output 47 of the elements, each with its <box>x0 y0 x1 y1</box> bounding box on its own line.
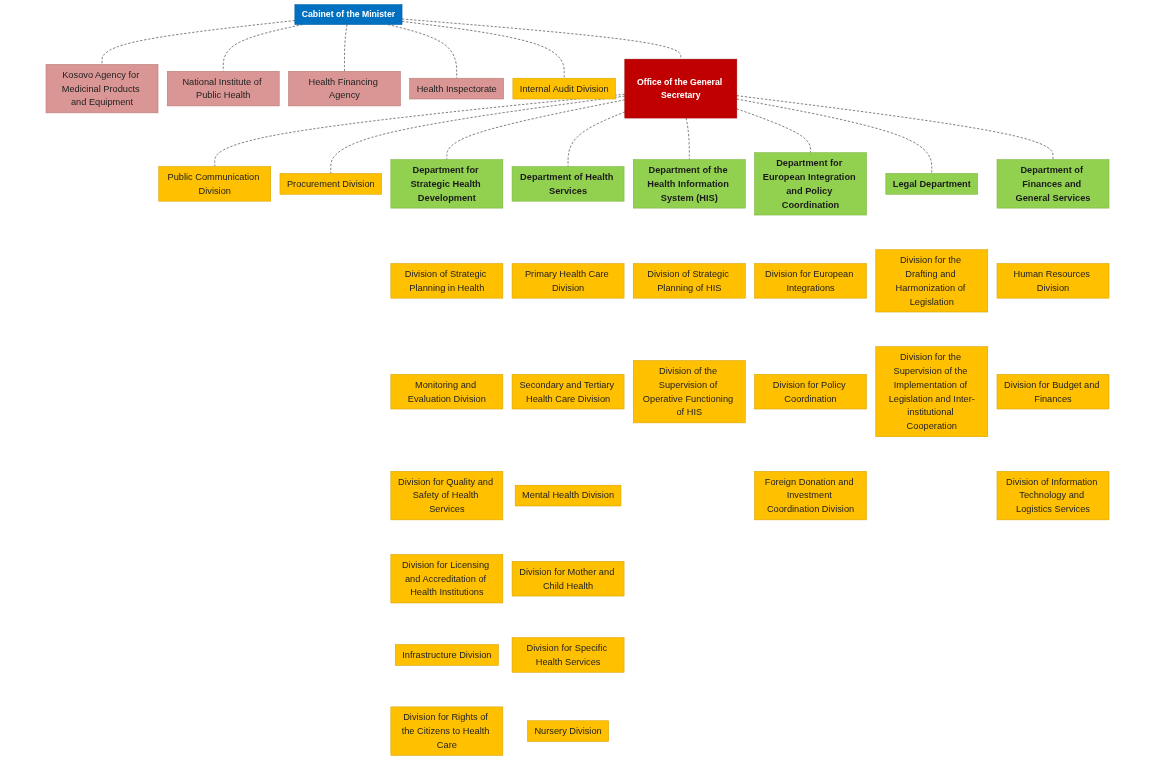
node-box: Division of the Supervision of Operative Functioning of HIS <box>633 360 746 424</box>
node-box: Health Financing Agency <box>288 71 401 107</box>
node-box: Procurement Division <box>279 173 382 195</box>
node-box: Department of the Health Information System (HIS) <box>633 159 746 209</box>
node-box: Division of Strategic Planning in Health <box>390 263 504 299</box>
node-box: Department of Health Services <box>511 166 625 202</box>
connector <box>736 95 1054 160</box>
node-box: Primary Health Care Division <box>511 263 625 299</box>
connector <box>214 93 626 167</box>
node-box: Division for Licensing and Accreditation of Health Institutions <box>390 554 504 604</box>
node-box: Human Resources Division <box>996 263 1110 299</box>
connector <box>330 95 626 174</box>
node-box: Department for European Integration and Policy Coordination <box>754 152 867 216</box>
connector <box>344 24 348 72</box>
connector <box>446 99 626 160</box>
connector <box>101 20 296 65</box>
node-box: Division of Information Technology and Logistics Services <box>996 471 1110 521</box>
node-box: Division for Mother and Child Health <box>511 561 625 597</box>
node-box: Internal Audit Division <box>512 77 616 100</box>
node-box: Division for Policy Coordination <box>754 374 867 410</box>
node-box: Division for the Drafting and Harmonization of Legislation <box>875 249 989 313</box>
node-box: Division for Budget and Finances <box>996 374 1110 410</box>
node-box: Office of the General Secretary <box>624 58 738 119</box>
node-box: Department of Finances and General Services <box>996 159 1110 209</box>
node-box: Foreign Donation and Investment Coordination Division <box>754 471 867 521</box>
node-box: Health Inspectorate <box>409 77 504 100</box>
node-box: Infrastructure Division <box>394 644 499 666</box>
node-box: Monitoring and Evaluation Division <box>390 374 504 410</box>
node-box: Public Communication Division <box>158 166 272 202</box>
connector <box>401 20 565 79</box>
node-box: Division for the Supervision of the Implementation of Legislation and Inter-institutional Cooperation <box>875 346 989 437</box>
node-box: Division for Rights of the Citizens to Health Care <box>390 706 504 756</box>
node-box: Secondary and Tertiary Health Care Division <box>511 374 625 410</box>
connector <box>567 111 626 167</box>
connector <box>736 98 933 174</box>
node-box: Cabinet of the Minister <box>294 4 403 25</box>
node-box: Nursery Division <box>527 720 609 742</box>
node-box: Division for European Integrations <box>754 263 867 299</box>
node-box: National Institute of Public Health <box>166 71 280 107</box>
node-box: Division of Strategic Planning of HIS <box>633 263 746 299</box>
node-box: Kosovo Agency for Medicinal Products and Equipment <box>45 64 159 114</box>
node-box: Division for Quality and Safety of Health Services <box>390 471 504 521</box>
node-box: Legal Department <box>885 173 978 195</box>
node-box: Department for Strategic Health Development <box>390 159 504 209</box>
connector <box>685 117 690 160</box>
node-box: Division for Specific Health Services <box>511 637 625 673</box>
node-box: Mental Health Division <box>514 484 622 507</box>
